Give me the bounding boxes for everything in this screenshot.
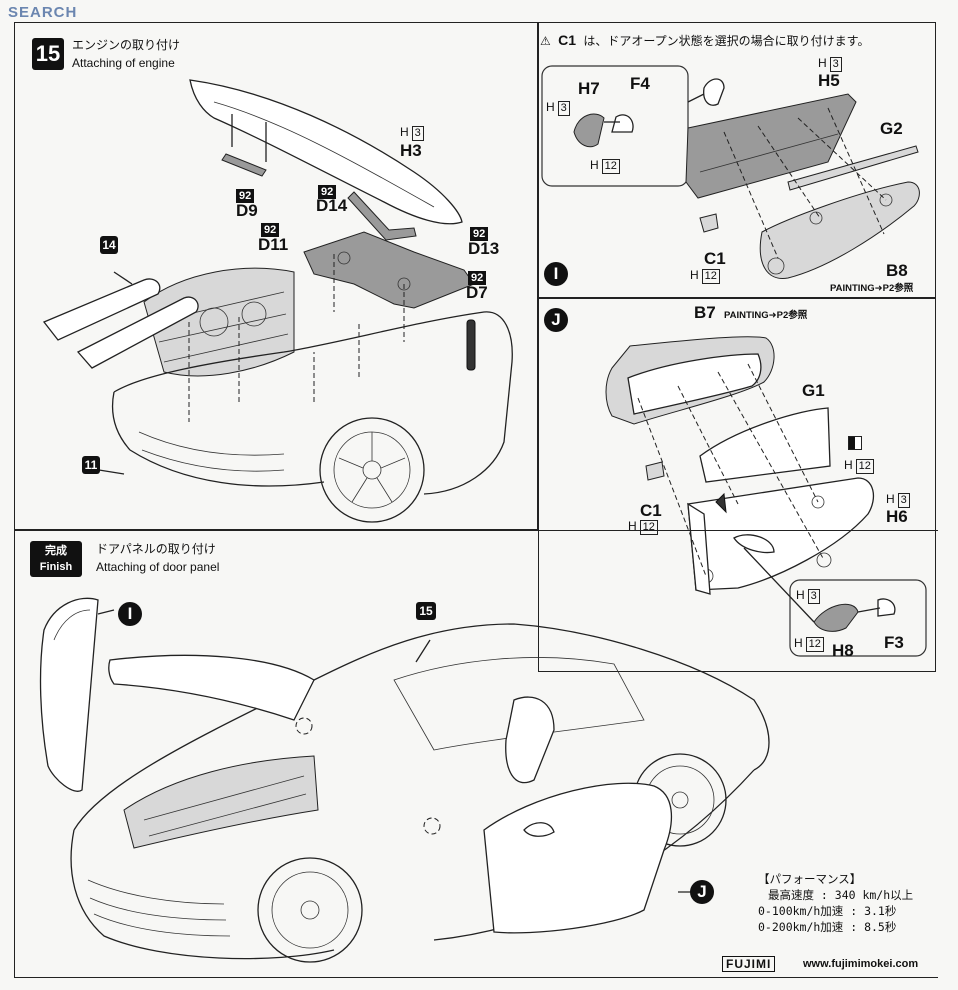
caution-note: ⚠ C1 は、ドアオープン状態を選択の場合に取り付けます。 — [540, 32, 869, 49]
finish-title-en: Attaching of door panel — [96, 560, 220, 574]
performance-row: 0-200km/h加速 : 8.5秒 — [758, 920, 897, 934]
h7-qty-box-2: 12 — [601, 159, 620, 174]
finish-callout-j: J — [690, 880, 714, 904]
h7-qty-box-1: 3 — [557, 101, 570, 116]
f3-label: F3 — [884, 633, 904, 652]
step-j-letter: J — [544, 308, 568, 332]
step-j-illustration — [605, 336, 927, 657]
d11-badge: 92 — [261, 223, 280, 237]
h5-label: H5 — [818, 71, 840, 90]
finish-car-illustration — [39, 597, 770, 963]
g2-label: G2 — [880, 119, 903, 138]
d9-badge-wrap: 92 — [236, 186, 255, 204]
d13-badge-wrap: 92 — [470, 224, 489, 242]
step-i-panel — [538, 22, 936, 298]
step15-engine-illustration — [42, 79, 513, 523]
caution-icon: ⚠ — [540, 34, 551, 48]
d9-badge: 92 — [236, 189, 255, 203]
h8-label: H8 — [832, 641, 854, 660]
h5-qty-box: 3 — [829, 57, 842, 72]
footer-url[interactable]: www.fujimimokei.com — [803, 958, 919, 970]
d11-label: D11 — [258, 235, 289, 254]
performance-box: 【パフォーマンス】 最高速度 : 340 km/h以上 0-100km/h加速 … — [758, 871, 930, 935]
finish-tag-jp: 完成 — [45, 545, 67, 557]
d9-label: D9 — [236, 201, 258, 220]
step15-title-en: Attaching of engine — [72, 56, 175, 70]
h7-label: H7 — [578, 79, 600, 98]
callout-11: 11 — [82, 456, 100, 474]
g1-label: G1 — [802, 381, 825, 400]
d7-badge-wrap: 92 — [468, 268, 487, 286]
painting-ref-j: PAINTING➜P2参照 — [724, 310, 808, 321]
callout-14: 14 — [100, 236, 118, 254]
step-j-panel — [538, 298, 936, 672]
watermark-text: SEARCH — [8, 4, 78, 21]
c1-label-i: C1 — [704, 249, 726, 268]
d7-badge: 92 — [468, 271, 487, 285]
h8-qty-box-2: 12 — [805, 637, 824, 652]
d14-badge: 92 — [318, 185, 337, 199]
watermark: SEARCH — [8, 4, 77, 21]
finish-tag: 完成 Finish — [30, 541, 82, 577]
finish-title-jp: ドアパネルの取り付け — [96, 542, 216, 556]
finish-callout-i: I — [118, 602, 142, 626]
caution-text: は、ドアオープン状態を選択の場合に取り付けます。 — [583, 34, 870, 48]
d7-label: D7 — [466, 283, 488, 302]
g1-qty-box: 12 — [855, 459, 874, 474]
d14-badge-wrap: 92 — [318, 182, 337, 200]
h6-qty-box: 3 — [897, 493, 910, 508]
performance-row: 0-100km/h加速 : 3.1秒 — [758, 904, 897, 918]
c1-qty-box-i: 12 — [701, 269, 720, 284]
d13-label: D13 — [468, 239, 500, 258]
h3-qty-box: 3 — [411, 126, 424, 141]
h3-label: H3 — [400, 141, 422, 160]
d14-label: D14 — [316, 196, 348, 215]
d11-badge-wrap: 92 — [261, 220, 280, 238]
f4-label: F4 — [630, 74, 650, 93]
finish-tag-en: Finish — [39, 561, 73, 573]
dot-icon — [848, 436, 862, 450]
finish-panel — [14, 530, 938, 978]
step15-panel — [14, 22, 538, 530]
d13-badge: 92 — [470, 227, 489, 241]
performance-title: 【パフォーマンス】 — [758, 872, 862, 886]
finish-callout-15: 15 — [416, 602, 436, 620]
c1-label-j: C1 — [640, 501, 662, 520]
step15-number: 15 — [32, 38, 64, 70]
performance-row: 最高速度 : 340 km/h以上 — [768, 888, 914, 902]
b8-label: B8 — [886, 261, 908, 280]
step-i-illustration — [541, 65, 920, 279]
step-i-letter: I — [544, 262, 568, 286]
caution-c1: C1 — [558, 32, 577, 48]
fujimi-logo: FUJIMI — [722, 956, 776, 972]
h8-qty-box-1: 3 — [807, 589, 820, 604]
painting-ref-i: PAINTING➜P2参照 — [830, 283, 914, 294]
b7-label: B7 — [694, 303, 716, 322]
step15-title-jp: エンジンの取り付け — [72, 38, 181, 52]
h6-label: H6 — [886, 507, 908, 526]
